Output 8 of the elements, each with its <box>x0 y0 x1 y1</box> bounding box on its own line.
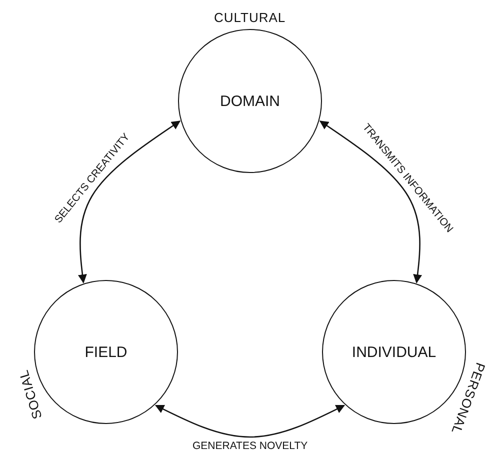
node-label: INDIVIDUAL <box>352 344 436 360</box>
side-label: CULTURAL <box>214 10 286 24</box>
double-arrow <box>78 120 181 284</box>
double-arrow <box>154 404 346 438</box>
node-label: DOMAIN <box>220 92 280 110</box>
side-label: SOCIAL <box>16 368 44 420</box>
double-arrow <box>319 120 422 284</box>
node-label: FIELD <box>84 344 128 360</box>
